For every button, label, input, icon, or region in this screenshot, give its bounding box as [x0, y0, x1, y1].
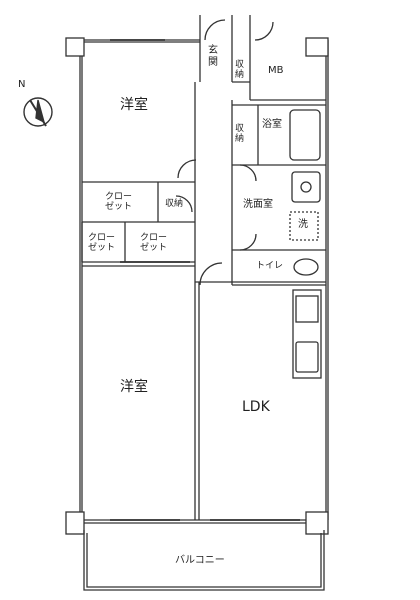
kitchen-counter — [292, 289, 322, 379]
column-top-right — [305, 37, 329, 57]
storage-top-label: 収 納 — [235, 60, 245, 81]
balcony-rail — [83, 530, 325, 591]
ldk-label: LDK — [242, 399, 270, 415]
washroom-label: 洗面室 — [243, 199, 273, 210]
column-bottom-left — [65, 511, 85, 535]
bedroom-top-label: 洋室 — [120, 97, 148, 113]
toilet-fixture — [293, 258, 319, 276]
bedroom-bottom-label: 洋室 — [120, 379, 148, 395]
toilet-label: トイレ — [256, 261, 284, 271]
storage-mid-label: 収 納 — [235, 124, 245, 145]
genkan-label: 玄 関 — [208, 45, 218, 68]
mb-label: MB — [268, 65, 284, 76]
washbasin — [291, 171, 321, 203]
outer-wall — [79, 40, 329, 520]
balcony-label: バルコニー — [175, 555, 225, 566]
closet-b-label: クロー ゼット — [88, 233, 116, 254]
north-label: N — [18, 79, 26, 90]
bathtub — [289, 109, 321, 161]
column-top-left — [65, 37, 85, 57]
compass-icon — [23, 97, 53, 127]
washer-label: 洗 — [298, 219, 308, 230]
bathroom-label: 浴室 — [262, 119, 282, 130]
column-bottom-right — [305, 511, 329, 535]
closet-a-label: クロー ゼット — [105, 192, 133, 213]
washer-space — [289, 211, 319, 241]
storage-left-label: 収納 — [165, 199, 184, 209]
closet-c-label: クロー ゼット — [140, 233, 168, 254]
